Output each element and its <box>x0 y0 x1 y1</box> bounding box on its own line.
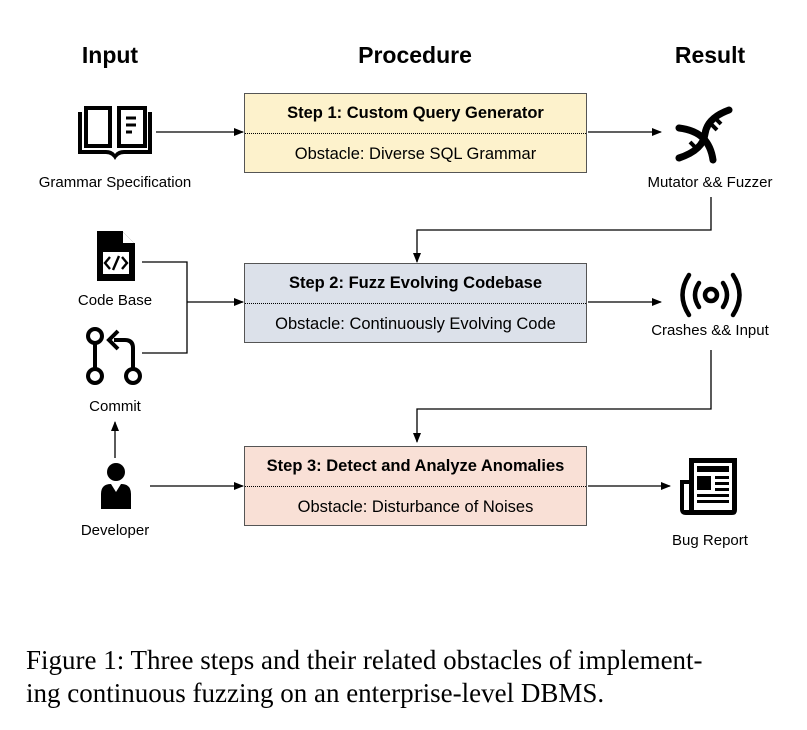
git-commit-icon <box>86 327 142 385</box>
step-1-title: Step 1: Custom Query Generator <box>287 104 544 122</box>
step-1-divider <box>245 133 586 134</box>
person-icon <box>101 463 131 509</box>
step-1-obstacle: Obstacle: Diverse SQL Grammar <box>294 145 537 163</box>
signal-icon <box>680 272 742 318</box>
codebase-label: Code Base <box>77 292 153 309</box>
step-3-obstacle: Obstacle: Disturbance of Noises <box>297 498 534 516</box>
line-codebase <box>142 261 188 354</box>
column-header-procedure: Procedure <box>358 42 472 68</box>
step-2-title: Step 2: Fuzz Evolving Codebase <box>288 274 543 292</box>
column-header-input: Input <box>81 42 139 68</box>
caption-line-1: Figure 1: Three steps and their related … <box>26 645 703 675</box>
figure-caption: Figure 1: Three steps and their related … <box>26 644 801 710</box>
crashes-input-label: Crashes && Input <box>651 322 769 339</box>
code-file-icon <box>97 231 135 281</box>
caption-line-2: ing continuous fuzzing on an enterprise-… <box>26 678 605 708</box>
step-1-box: Step 1: Custom Query Generator Obstacle:… <box>244 93 587 173</box>
step-3-divider <box>245 486 586 487</box>
commit-label: Commit <box>89 398 141 415</box>
column-header-result: Result <box>674 42 746 68</box>
step-2-divider <box>245 303 586 304</box>
step-3-title: Step 3: Detect and Analyze Anomalies <box>266 457 565 475</box>
step-2-obstacle: Obstacle: Continuously Evolving Code <box>275 315 556 333</box>
connector-lines <box>111 128 712 490</box>
step-3-box: Step 3: Detect and Analyze Anomalies Obs… <box>244 446 587 526</box>
arrow-crashes-to-step3 <box>413 350 712 443</box>
arrow-mutator-to-step2 <box>413 197 712 263</box>
dna-icon <box>675 106 733 164</box>
newspaper-icon <box>680 458 737 515</box>
book-icon <box>78 106 152 160</box>
grammar-spec-label: Grammar Specification <box>38 174 192 191</box>
bug-report-label: Bug Report <box>672 532 748 549</box>
step-2-box: Step 2: Fuzz Evolving Codebase Obstacle:… <box>244 263 587 343</box>
developer-label: Developer <box>80 522 150 539</box>
mutator-fuzzer-label: Mutator && Fuzzer <box>647 174 773 191</box>
